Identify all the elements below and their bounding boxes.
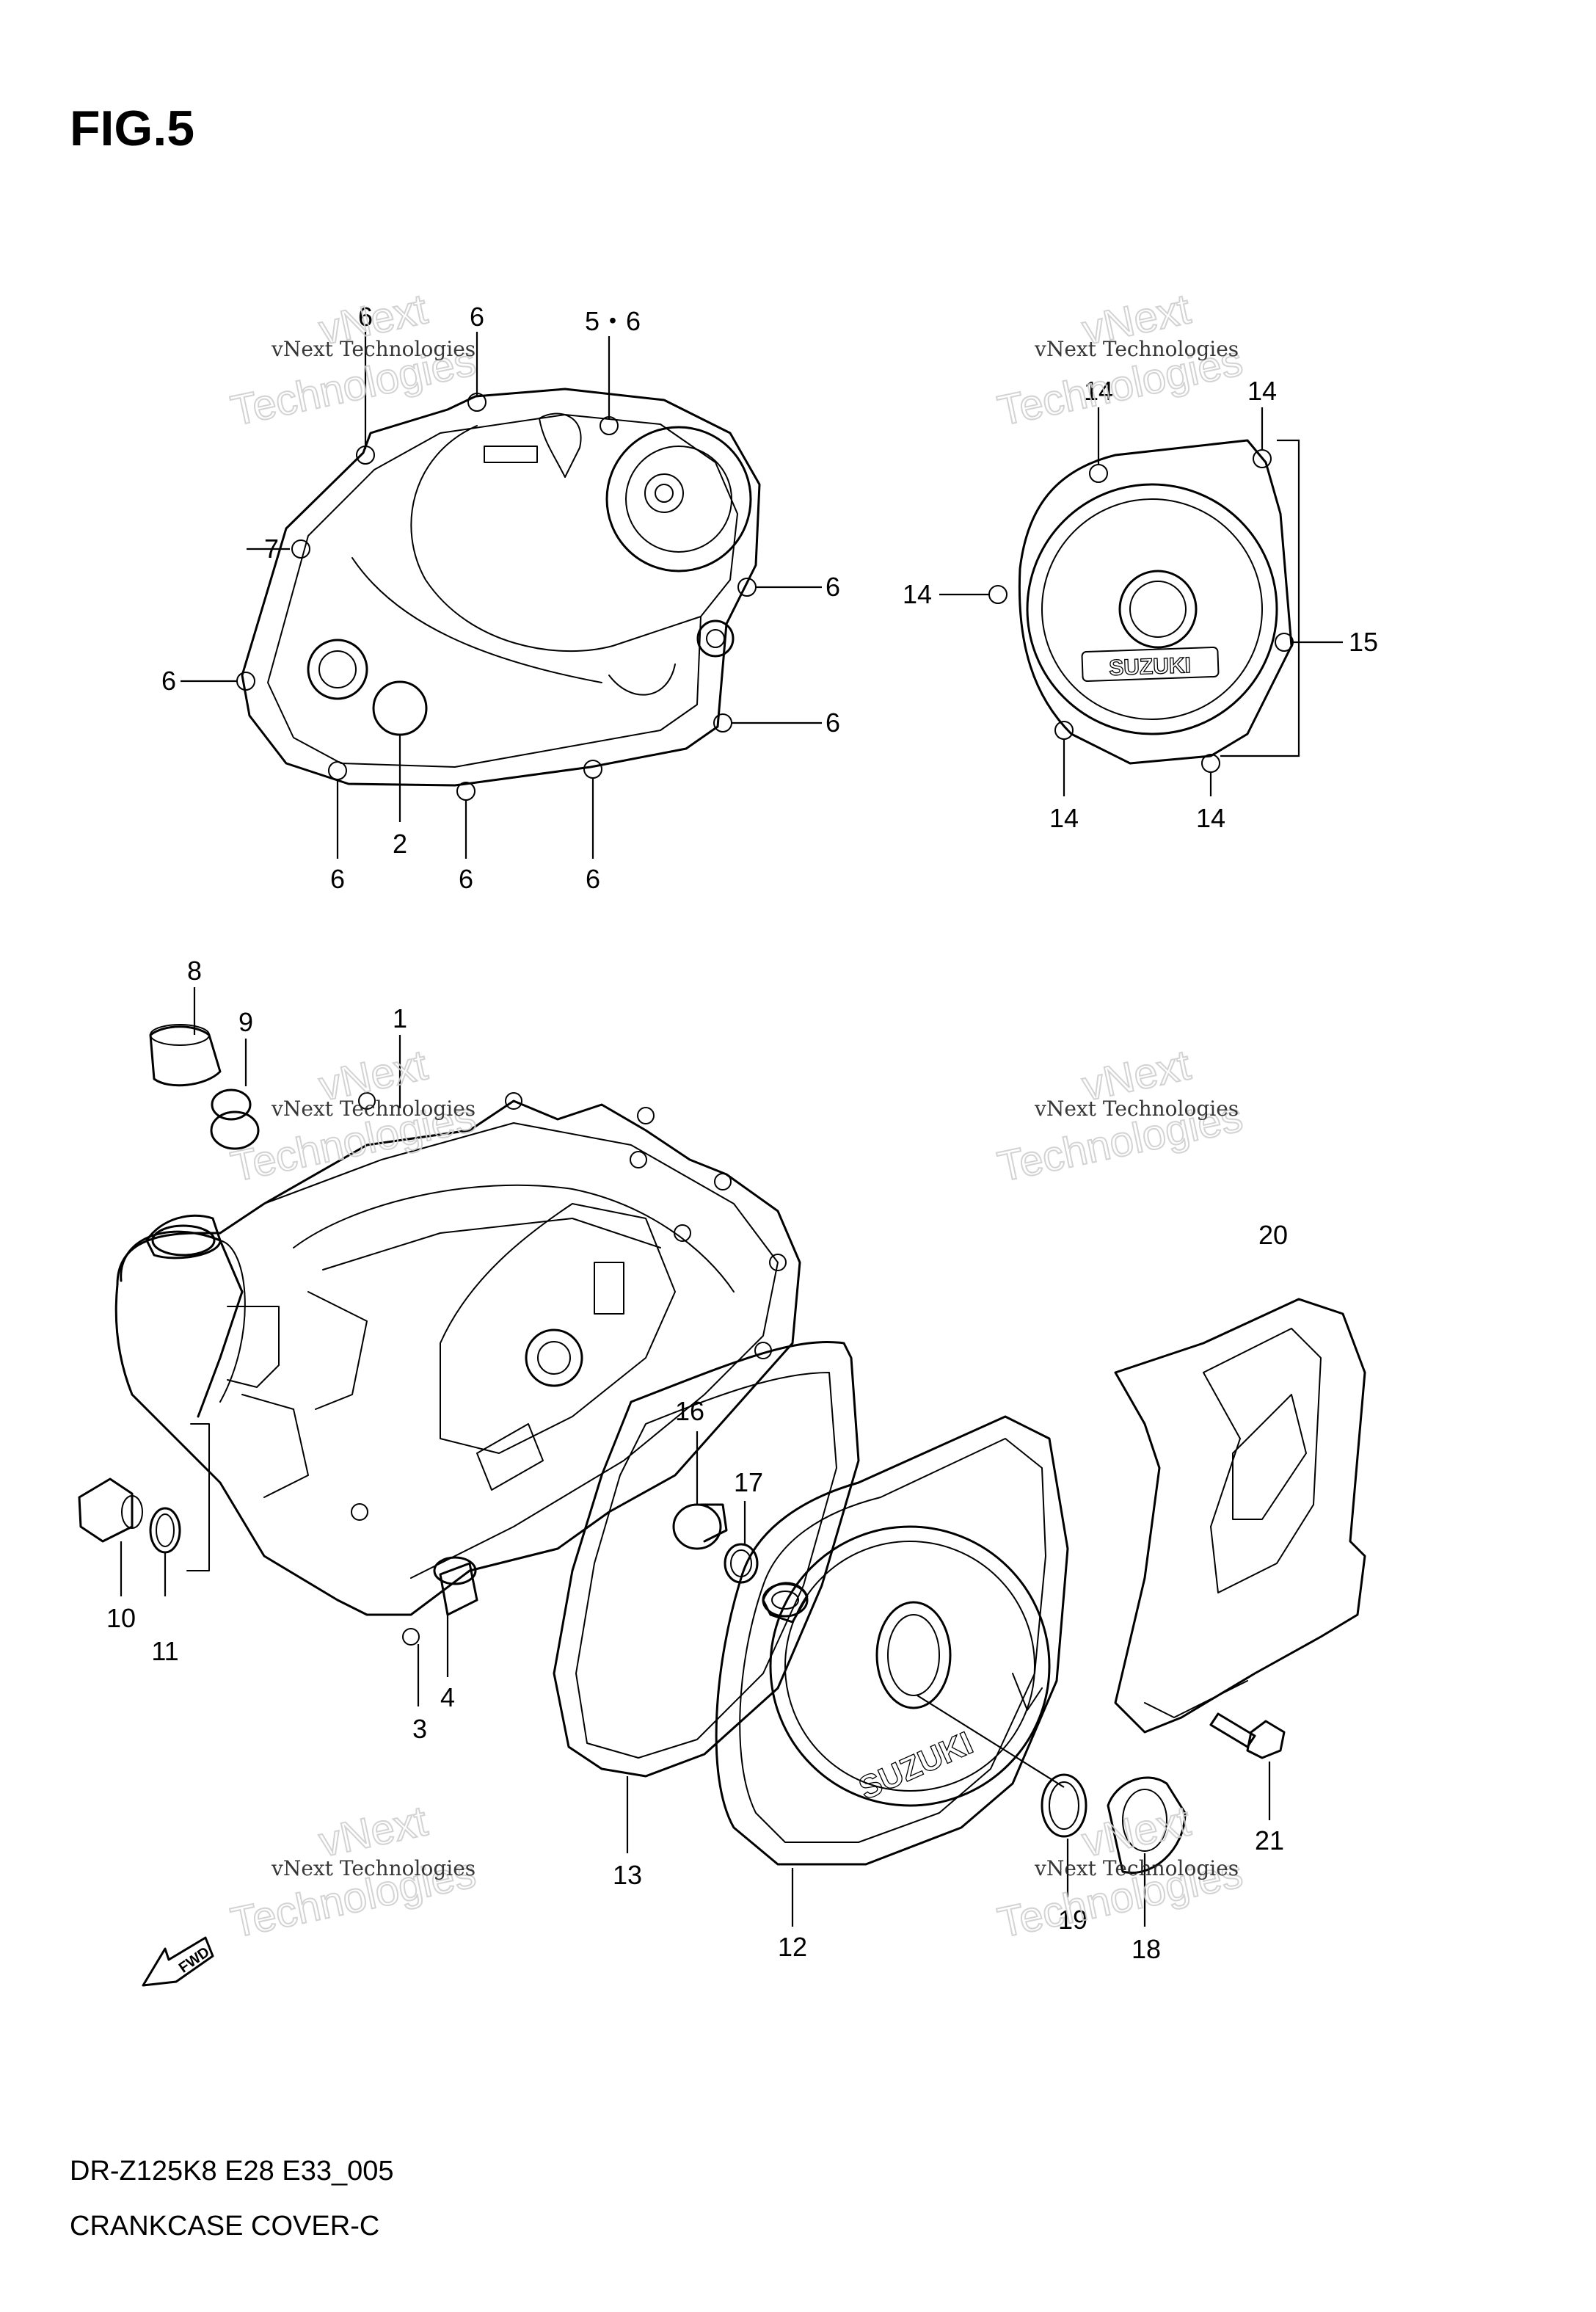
- callout-14-d: 14: [1049, 803, 1079, 833]
- callout-10: 10: [106, 1603, 136, 1633]
- sprocket-cover-20: [1114, 1298, 1366, 1734]
- callout-9: 9: [238, 1007, 253, 1037]
- watermark-top-left: Technologies vNext vNext Technologies: [226, 284, 481, 435]
- callout-20: 20: [1258, 1220, 1288, 1250]
- clutch-cover-outer-view: [236, 388, 761, 801]
- callout-14-a: 14: [1084, 376, 1113, 406]
- callout-13: 13: [613, 1860, 642, 1890]
- svg-text:vNext Technologies: vNext Technologies: [271, 337, 475, 361]
- callout-6-h: 6: [586, 864, 600, 894]
- callout-labels: 6 6 5・6 7 6 6 6 2 6 6 6 14 14 14 15 14 1…: [106, 302, 1378, 1964]
- figure-code: DR-Z125K8 E28 E33_005: [70, 2156, 394, 2186]
- callout-5-6: 5・6: [585, 306, 641, 336]
- svg-text:vNext Technologies: vNext Technologies: [1034, 1097, 1239, 1121]
- callout-14-e: 14: [1196, 803, 1225, 833]
- fwd-label: FWD: [176, 1944, 213, 1977]
- callout-19: 19: [1058, 1905, 1087, 1935]
- callout-2: 2: [393, 829, 407, 859]
- suzuki-logo-top: SUZUKI: [1109, 653, 1192, 680]
- callout-6-e: 6: [826, 708, 840, 738]
- callout-6-b: 6: [470, 302, 484, 332]
- watermark-mid-right: Technologies vNext vNext Technologies: [993, 1040, 1247, 1191]
- bolt-21: [1209, 1712, 1286, 1759]
- callout-21: 21: [1255, 1825, 1284, 1855]
- callout-12: 12: [778, 1932, 807, 1962]
- callout-6-g: 6: [459, 864, 473, 894]
- callout-15: 15: [1349, 627, 1378, 657]
- callout-3: 3: [412, 1714, 427, 1744]
- suzuki-logo-bottom: SUZUKI: [853, 1725, 978, 1806]
- watermark-bottom-right: Technologies vNext vNext Technologies: [993, 1796, 1247, 1947]
- svg-text:vNext Technologies: vNext Technologies: [271, 1097, 475, 1121]
- callout-6-d: 6: [161, 666, 176, 696]
- oring-19-plug-18: [1041, 1773, 1187, 1874]
- figure-title: FIG.5: [70, 101, 194, 156]
- callout-7: 7: [264, 534, 279, 564]
- callout-18: 18: [1132, 1934, 1161, 1964]
- crankcase-cover-assembly: [78, 1024, 801, 1646]
- callout-6-f: 6: [330, 864, 345, 894]
- callout-16: 16: [675, 1396, 704, 1426]
- watermark-bottom-left: Technologies vNext vNext Technologies: [226, 1796, 481, 1947]
- svg-text:vNext Technologies: vNext Technologies: [1034, 337, 1239, 361]
- callout-14-c: 14: [903, 579, 932, 609]
- watermark-top-right: Technologies vNext vNext Technologies: [993, 284, 1247, 435]
- callout-17: 17: [734, 1467, 763, 1497]
- figure-name: CRANKCASE COVER-C: [70, 2211, 379, 2242]
- callout-6-a: 6: [358, 302, 373, 332]
- callout-4: 4: [440, 1682, 455, 1712]
- callout-1: 1: [393, 1003, 407, 1033]
- callout-14-b: 14: [1247, 376, 1277, 406]
- callout-8: 8: [187, 956, 202, 986]
- svg-text:vNext Technologies: vNext Technologies: [1034, 1856, 1239, 1880]
- callout-6-c: 6: [826, 572, 840, 602]
- svg-text:vNext Technologies: vNext Technologies: [271, 1856, 475, 1880]
- callout-11: 11: [151, 1636, 178, 1666]
- watermark-mid-left: Technologies vNext vNext Technologies: [226, 1040, 481, 1191]
- magneto-cover-12: SUZUKI: [715, 1415, 1069, 1866]
- leader-lines: [120, 332, 1343, 1927]
- magneto-cover-outer-view: SUZUKI: [988, 439, 1294, 773]
- gasket-13: [553, 1340, 860, 1778]
- fwd-arrow-icon: FWD: [142, 1936, 214, 1987]
